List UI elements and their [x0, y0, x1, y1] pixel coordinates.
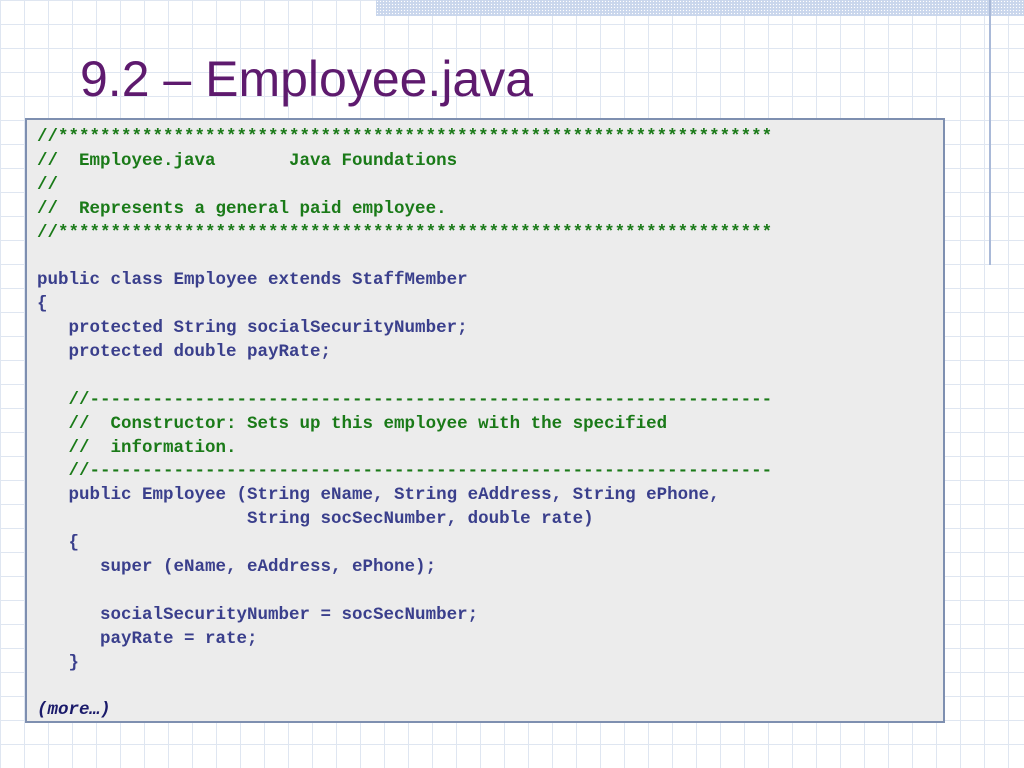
code-listing-box: //**************************************…: [25, 118, 945, 723]
slide-title: 9.2 – Employee.java: [80, 51, 534, 107]
code-line: super (eName, eAddress, ePhone);: [37, 557, 437, 578]
code-comment-line: // Constructor: Sets up this employee wi…: [37, 413, 668, 434]
right-decoration-rule: [989, 0, 991, 265]
code-line: {: [37, 294, 48, 315]
code-line: public Employee (String eName, String eA…: [37, 485, 720, 506]
code-blank-line: [37, 675, 943, 699]
code-comment-line: //--------------------------------------…: [37, 461, 773, 482]
code-line: }: [37, 652, 80, 673]
code-line: protected String socialSecurityNumber;: [37, 318, 468, 339]
code-block: //**************************************…: [37, 126, 943, 721]
code-blank-line: [37, 245, 943, 269]
code-line: String socSecNumber, double rate): [37, 509, 594, 530]
more-indicator: (more…): [37, 700, 111, 721]
code-comment-line: //**************************************…: [37, 222, 773, 243]
code-line: {: [37, 533, 80, 554]
code-line: payRate = rate;: [37, 628, 258, 649]
code-comment-line: //: [37, 174, 59, 195]
code-comment-line: // Represents a general paid employee.: [37, 198, 447, 219]
code-comment-line: // Employee.java Java Foundations: [37, 150, 458, 171]
code-comment-line: //**************************************…: [37, 127, 773, 147]
header-decoration-band: [376, 0, 1024, 16]
code-blank-line: [37, 580, 943, 604]
code-line: socialSecurityNumber = socSecNumber;: [37, 604, 479, 625]
code-line: protected double payRate;: [37, 342, 332, 363]
code-line: public class Employee extends StaffMembe…: [37, 270, 468, 291]
code-comment-line: //--------------------------------------…: [37, 389, 773, 410]
code-comment-line: // information.: [37, 437, 237, 458]
code-blank-line: [37, 365, 943, 389]
